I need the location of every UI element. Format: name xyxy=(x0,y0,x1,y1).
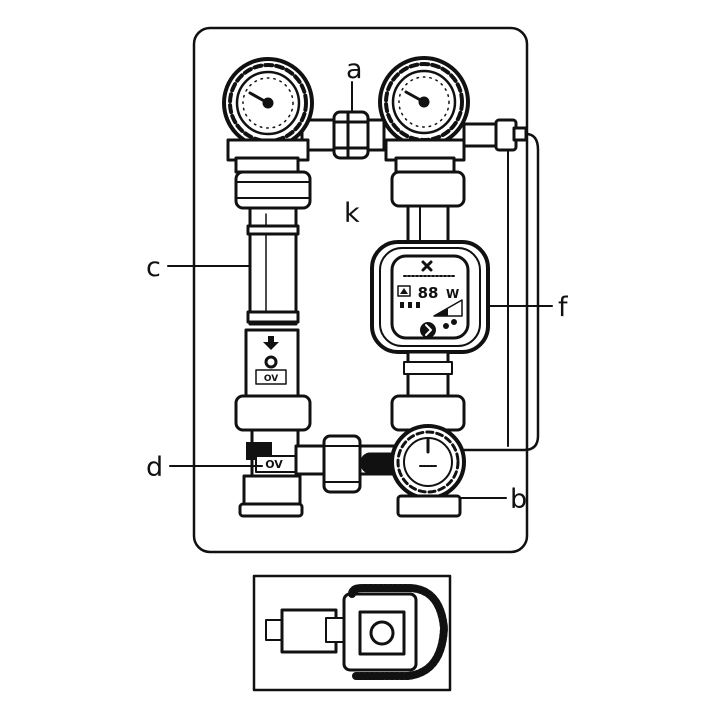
label-b: b xyxy=(510,484,527,515)
actuator-icon xyxy=(342,584,448,680)
valve-base-b xyxy=(396,494,462,518)
right-gauge-stem xyxy=(394,156,456,174)
pump-wattage-unit: W xyxy=(446,287,459,301)
union-nut-a xyxy=(332,110,370,160)
callouts xyxy=(167,81,553,499)
ball-valve-d xyxy=(238,428,304,518)
lower-valve-marking: OV xyxy=(265,458,283,471)
capillary-line xyxy=(460,132,540,452)
bottom-union-nut xyxy=(322,434,362,494)
label-c: c xyxy=(146,252,161,283)
label-a: a xyxy=(346,54,363,85)
label-d: d xyxy=(146,452,163,483)
label-f: f xyxy=(558,292,569,323)
right-pipe-assembly: 88 W xyxy=(360,56,540,518)
pressure-gauge-icon xyxy=(378,56,470,148)
mounting-plate xyxy=(192,26,529,554)
upper-valve-marking: OV xyxy=(264,374,278,384)
left-lower-nut xyxy=(234,394,312,432)
left-gauge-stem xyxy=(234,156,300,174)
left-upper-nut xyxy=(234,170,312,210)
actuator-detail-inset xyxy=(252,574,452,692)
right-upper-nut xyxy=(390,170,466,208)
circulation-pump-icon xyxy=(370,240,490,354)
label-k: k xyxy=(344,198,360,229)
pressure-gauge-icon xyxy=(222,57,314,149)
left-pipe-assembly: OV OV xyxy=(222,57,402,518)
mixing-valve-icon xyxy=(390,424,466,500)
pump-display-digits: 88 xyxy=(418,284,439,302)
check-valve-icon xyxy=(244,328,300,398)
pump-upper-neck xyxy=(406,204,450,246)
